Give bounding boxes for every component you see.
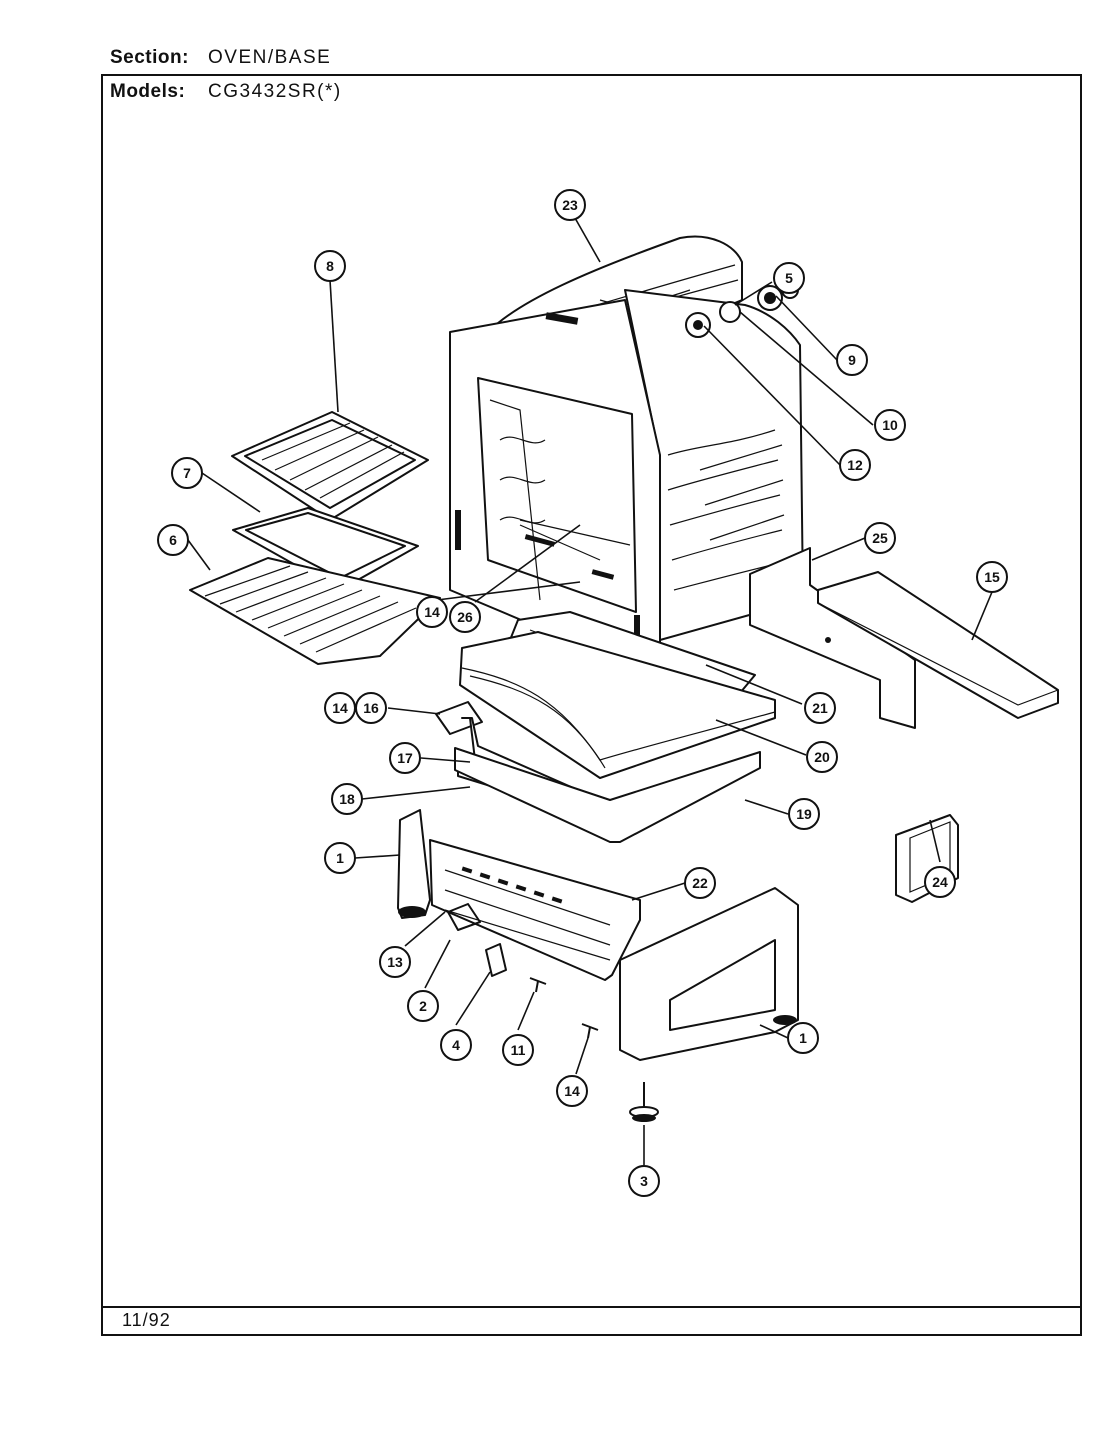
top-panel-15	[817, 571, 1059, 719]
svg-text:22: 22	[692, 875, 708, 891]
svg-text:23: 23	[562, 197, 578, 213]
callout-8: 8	[314, 250, 346, 282]
callout-21: 21	[804, 692, 836, 724]
diagram-frame	[101, 74, 1082, 1336]
burner-box-22	[429, 839, 641, 981]
svg-text:26: 26	[457, 609, 473, 625]
section-label: Section:	[110, 47, 189, 68]
svg-text:19: 19	[796, 806, 812, 822]
callout-10: 10	[874, 409, 906, 441]
svg-text:8: 8	[326, 258, 334, 274]
callout-26: 26	[449, 601, 481, 633]
footer-divider	[101, 1306, 1082, 1308]
svg-text:2: 2	[419, 998, 427, 1014]
svg-text:9: 9	[848, 352, 856, 368]
models-label: Models:	[110, 81, 186, 102]
callout-14-middle: 14	[324, 692, 356, 724]
oven-rack-6	[189, 557, 441, 665]
models-header: Models: CG3432SR(*)	[110, 81, 342, 103]
svg-text:15: 15	[984, 569, 1000, 585]
svg-text:11: 11	[511, 1042, 526, 1058]
leveling-leg-3	[629, 1082, 659, 1122]
svg-text:14: 14	[424, 604, 440, 620]
svg-text:3: 3	[640, 1173, 648, 1189]
svg-text:14: 14	[564, 1083, 580, 1099]
callout-7: 7	[171, 457, 203, 489]
callout-4: 4	[440, 1029, 472, 1061]
callout-23: 23	[554, 189, 586, 221]
callout-18: 18	[331, 783, 363, 815]
callout-1-left: 1	[324, 842, 356, 874]
callout-14-upper: 14	[416, 596, 448, 628]
revision-date: 11/92	[122, 1310, 171, 1330]
callout-15: 15	[976, 561, 1008, 593]
svg-text:10: 10	[882, 417, 898, 433]
svg-text:16: 16	[363, 700, 379, 716]
svg-text:13: 13	[387, 954, 403, 970]
svg-text:1: 1	[799, 1030, 807, 1046]
callout-1-right: 1	[787, 1022, 819, 1054]
svg-text:20: 20	[814, 749, 830, 765]
broiler-rack-8	[231, 411, 429, 521]
clip-4	[485, 943, 507, 977]
svg-text:24: 24	[932, 874, 948, 890]
svg-text:17: 17	[397, 750, 413, 766]
svg-text:14: 14	[332, 700, 348, 716]
callout-5: 5	[773, 262, 805, 294]
svg-text:12: 12	[847, 457, 863, 473]
callout-14-lower: 14	[556, 1075, 588, 1107]
insulation-20	[459, 631, 776, 779]
svg-text:21: 21	[812, 700, 828, 716]
screw-11	[529, 977, 547, 993]
svg-text:7: 7	[183, 465, 191, 481]
svg-text:6: 6	[169, 532, 177, 548]
svg-text:4: 4	[452, 1037, 460, 1053]
screw-14-lower	[581, 1023, 599, 1039]
base-side-right-1	[619, 887, 799, 1061]
svg-text:25: 25	[872, 530, 888, 546]
svg-text:1: 1	[336, 850, 344, 866]
bracket-16	[435, 701, 483, 735]
callout-25: 25	[864, 522, 896, 554]
callout-16: 16	[355, 692, 387, 724]
section-header: Section: OVEN/BASE	[110, 47, 331, 69]
callout-11: 11	[502, 1034, 534, 1066]
callout-3: 3	[628, 1165, 660, 1197]
svg-text:5: 5	[785, 270, 793, 286]
callout-12: 12	[839, 449, 871, 481]
callout-19: 19	[788, 798, 820, 830]
models-value: CG3432SR(*)	[208, 81, 342, 102]
svg-text:18: 18	[339, 791, 355, 807]
callout-9: 9	[836, 344, 868, 376]
tray-19	[454, 747, 761, 843]
bracket-13	[447, 903, 481, 931]
callout-17: 17	[389, 742, 421, 774]
side-panel-25	[749, 547, 916, 729]
base-side-left-1	[397, 809, 431, 919]
callout-13: 13	[379, 946, 411, 978]
callout-24: 24	[924, 866, 956, 898]
callout-6: 6	[157, 524, 189, 556]
oven-cavity-illustration	[449, 235, 804, 671]
callout-2: 2	[407, 990, 439, 1022]
leader-lines	[187, 217, 993, 1165]
callout-20: 20	[806, 741, 838, 773]
section-value: OVEN/BASE	[208, 47, 332, 68]
callout-22: 22	[684, 867, 716, 899]
